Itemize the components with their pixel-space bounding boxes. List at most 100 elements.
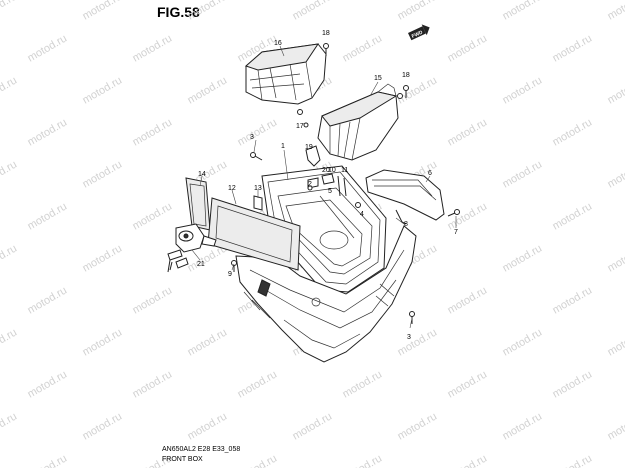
watermark-text: motod.ru [551, 32, 595, 64]
watermark-text: motod.ru [0, 242, 19, 274]
watermark-text: motod.ru [26, 200, 70, 232]
callout-17: 17 [296, 123, 304, 130]
watermark-text: motod.ru [186, 410, 230, 442]
watermark-text: motod.ru [26, 452, 70, 468]
callout-10: 10 [328, 167, 336, 174]
callout-19: 19 [305, 144, 313, 151]
callout-labels: 1 2 3 3 4 5 6 7 8 9 10 11 12 13 14 15 16… [197, 30, 458, 341]
watermark-text: motod.ru [396, 0, 440, 23]
watermark-text: motod.ru [501, 326, 545, 358]
figure-footer: AN650AL2 E28 E33_058 FRONT BOX [162, 445, 240, 465]
watermark-text: motod.ru [186, 74, 230, 106]
callout-11: 11 [341, 167, 348, 174]
box-lid [207, 197, 301, 271]
watermark-text: motod.ru [0, 326, 19, 358]
callout-14: 14 [198, 171, 206, 178]
watermark-text: motod.ru [501, 158, 545, 190]
watermark-text: motod.ru [606, 410, 625, 442]
watermark-text: motod.ru [446, 200, 490, 232]
watermark-text: motod.ru [396, 410, 440, 442]
watermark-text: motod.ru [501, 0, 545, 23]
watermark-text: motod.ru [131, 284, 175, 316]
model-code: AN650AL2 E28 E33_058 [162, 446, 241, 453]
latch-parts [305, 145, 347, 197]
watermark-text: motod.ru [446, 284, 490, 316]
callout-6: 6 [428, 170, 432, 177]
lock-assembly [175, 223, 217, 253]
watermark-text: motod.ru [186, 326, 230, 358]
watermark-text: motod.ru [341, 452, 385, 468]
lower-fairing-body [235, 225, 417, 363]
watermark-text: motod.ru [26, 116, 70, 148]
callout-2: 2 [308, 181, 312, 188]
watermark-text: motod.ru [131, 32, 175, 64]
watermark-text: motod.ru [341, 368, 385, 400]
watermark-text: motod.ru [236, 368, 280, 400]
callout-12: 12 [228, 185, 236, 192]
watermark-text: motod.ru [551, 284, 595, 316]
watermark-text: motod.ru [606, 0, 625, 23]
callout-20: 20 [322, 167, 330, 174]
watermark-text: motod.ru [0, 0, 19, 23]
fwd-arrow-icon: FWD [408, 24, 430, 41]
watermark-text: motod.ru [551, 116, 595, 148]
key-icon [167, 249, 189, 273]
watermark-text: motod.ru [0, 74, 19, 106]
callout-21: 21 [197, 261, 205, 268]
watermark-text: motod.ru [446, 368, 490, 400]
watermark-text: motod.ru [396, 74, 440, 106]
leader-lines [191, 45, 457, 329]
watermark-text: motod.ru [0, 410, 19, 442]
watermark-text: motod.ru [291, 410, 335, 442]
watermark-text: motod.ru [236, 116, 280, 148]
callout-3b: 3 [407, 334, 411, 341]
watermark-text: motod.ru [131, 116, 175, 148]
callout-5: 5 [328, 188, 332, 195]
lid-hinge [253, 195, 263, 211]
figure-title: FIG.58 [157, 4, 200, 20]
watermark-text: motod.ru [551, 452, 595, 468]
watermark-text: motod.ru [291, 0, 335, 23]
watermark-text: motod.ru [446, 452, 490, 468]
watermark-text: motod.ru [81, 74, 125, 106]
side-cover-right [365, 169, 445, 225]
watermark-text: motod.ru [551, 200, 595, 232]
watermark-text: motod.ru [26, 284, 70, 316]
callout-18a: 18 [322, 30, 330, 37]
watermark-text: motod.ru [236, 452, 280, 468]
watermark-text: motod.ru [81, 0, 125, 23]
upper-duct-right [317, 83, 403, 161]
section-name: FRONT BOX [162, 456, 203, 463]
fwd-label: FWD [411, 29, 424, 39]
watermark-text: motod.ru [501, 242, 545, 274]
watermark-text: motod.ru [81, 326, 125, 358]
watermark-text: motod.ru [606, 158, 625, 190]
callout-1: 1 [281, 143, 285, 150]
callout-7: 7 [454, 229, 458, 236]
watermark-text: motod.ru [551, 368, 595, 400]
callout-9: 9 [228, 271, 232, 278]
watermark-text: motod.ru [186, 0, 230, 23]
watermark-text: motod.ru [131, 200, 175, 232]
rear-panel [185, 177, 211, 231]
watermark-text: motod.ru [501, 74, 545, 106]
watermark-text: motod.ru [606, 326, 625, 358]
watermark-text: motod.ru [81, 158, 125, 190]
watermark-text: motod.ru [0, 158, 19, 190]
watermark-text: motod.ru [446, 116, 490, 148]
callout-16: 16 [274, 40, 282, 47]
callout-8: 8 [404, 221, 408, 228]
watermark-text: motod.ru [26, 368, 70, 400]
watermark-text: motod.ru [606, 74, 625, 106]
callout-4: 4 [360, 211, 364, 218]
callout-15: 15 [374, 75, 382, 82]
watermark-text: motod.ru [341, 32, 385, 64]
watermark-text: motod.ru [81, 410, 125, 442]
watermark-text: motod.ru [81, 242, 125, 274]
watermark-text: motod.ru [606, 242, 625, 274]
watermark-text: motod.ru [446, 32, 490, 64]
callout-13: 13 [254, 185, 262, 192]
watermark-text: motod.ru [396, 326, 440, 358]
upper-duct-left [245, 43, 327, 115]
